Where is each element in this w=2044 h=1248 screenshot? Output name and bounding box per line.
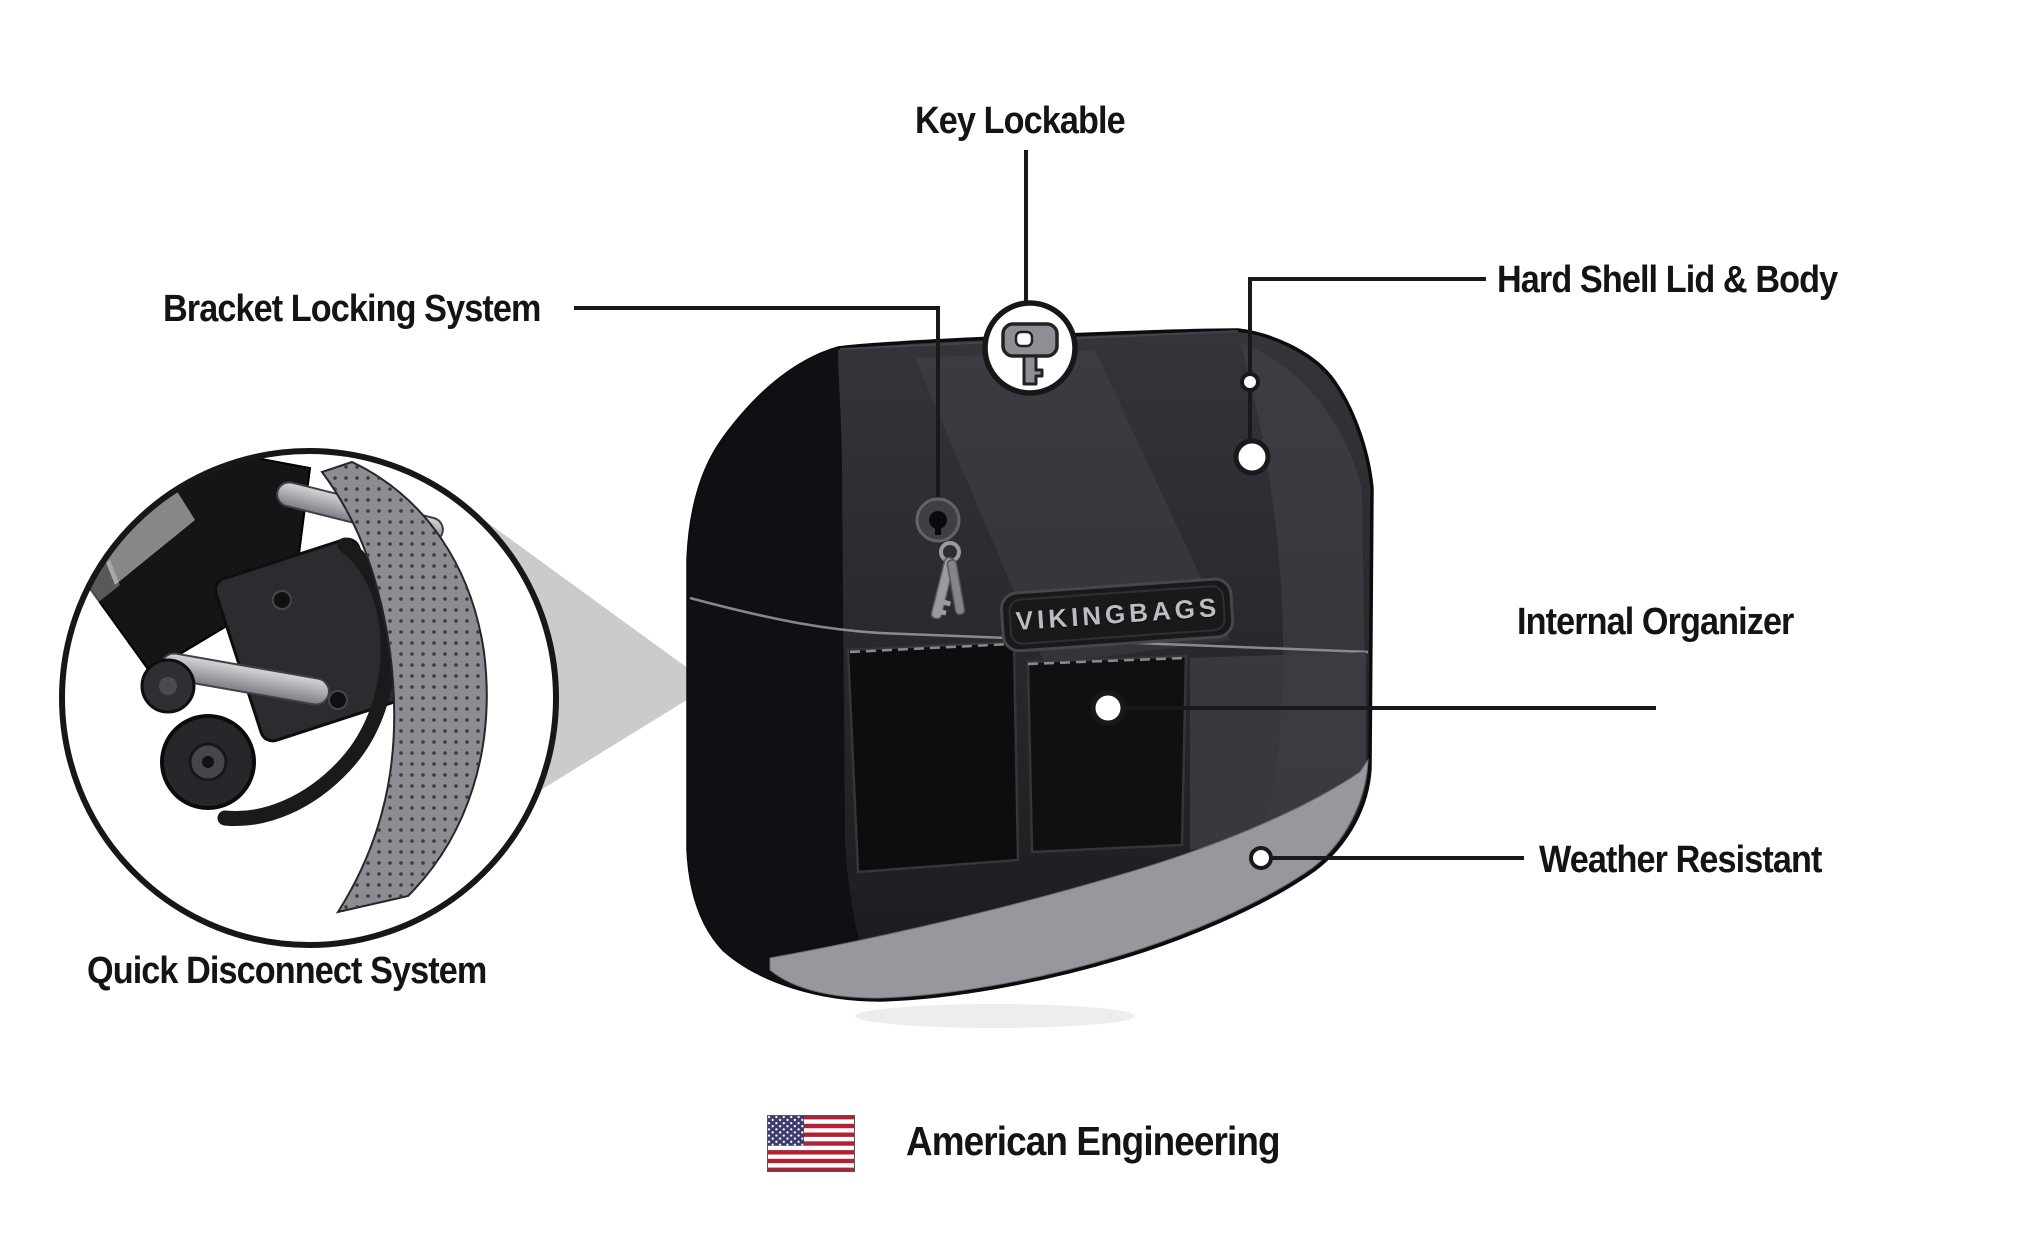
inset-knob-small-center (159, 677, 177, 695)
footer-american-engineering: American Engineering (906, 1118, 1281, 1164)
callout-line-bracket-locking (574, 306, 940, 497)
callout-marker-hard-shell-large (1233, 438, 1271, 476)
quick-disconnect-inset (59, 448, 559, 948)
callout-label-hard-shell-lid-body: Hard Shell Lid & Body (1497, 259, 1838, 301)
bracket-lock (915, 497, 966, 620)
callout-label-internal-organizer: Internal Organizer (1517, 601, 1794, 643)
inset-perforation-texture (322, 462, 487, 912)
inset-knob-large-pin (202, 756, 214, 768)
bag-lid-seam (689, 596, 1369, 654)
callout-label-weather-resistant: Weather Resistant (1539, 839, 1822, 881)
callout-label-bracket-locking-system: Bracket Locking System (163, 288, 541, 330)
bag-interior-floor (769, 758, 1369, 999)
inset-circle-outline (59, 448, 559, 948)
internal-organizer-pockets (846, 640, 1188, 874)
callout-marker-internal-organizer (1090, 690, 1126, 726)
brand-plate (999, 577, 1235, 653)
callout-marker-hard-shell-small (1240, 372, 1260, 392)
callout-line-hard-shell-upper (1248, 277, 1486, 373)
bag-shadow (855, 1004, 1135, 1028)
callout-marker-weather-resistant (1249, 846, 1273, 870)
hanging-key-2 (946, 559, 966, 616)
callout-label-key-lockable: Key Lockable (915, 100, 1126, 142)
organizer-pocket-right (1026, 654, 1188, 854)
key-tooth-1 (942, 599, 951, 607)
callout-lines (574, 150, 1656, 860)
saddlebag-illustration (686, 328, 1374, 1028)
pocket-stitch-left (849, 642, 1013, 654)
us-flag-icon (767, 1115, 855, 1172)
callout-label-quick-disconnect-system: Quick Disconnect System (87, 950, 487, 992)
organizer-pocket-left (846, 640, 1020, 874)
pocket-stitch-right (1027, 656, 1185, 666)
inset-bolt-2 (328, 690, 348, 710)
key-icon (982, 300, 1078, 396)
keyhole-center (929, 511, 947, 529)
keyhole-slot (935, 524, 941, 535)
inset-bolt-1 (272, 590, 292, 610)
key-tooth-2 (939, 609, 947, 616)
inset-gloss-highlight (95, 480, 195, 585)
bag-left-side (688, 348, 880, 1000)
